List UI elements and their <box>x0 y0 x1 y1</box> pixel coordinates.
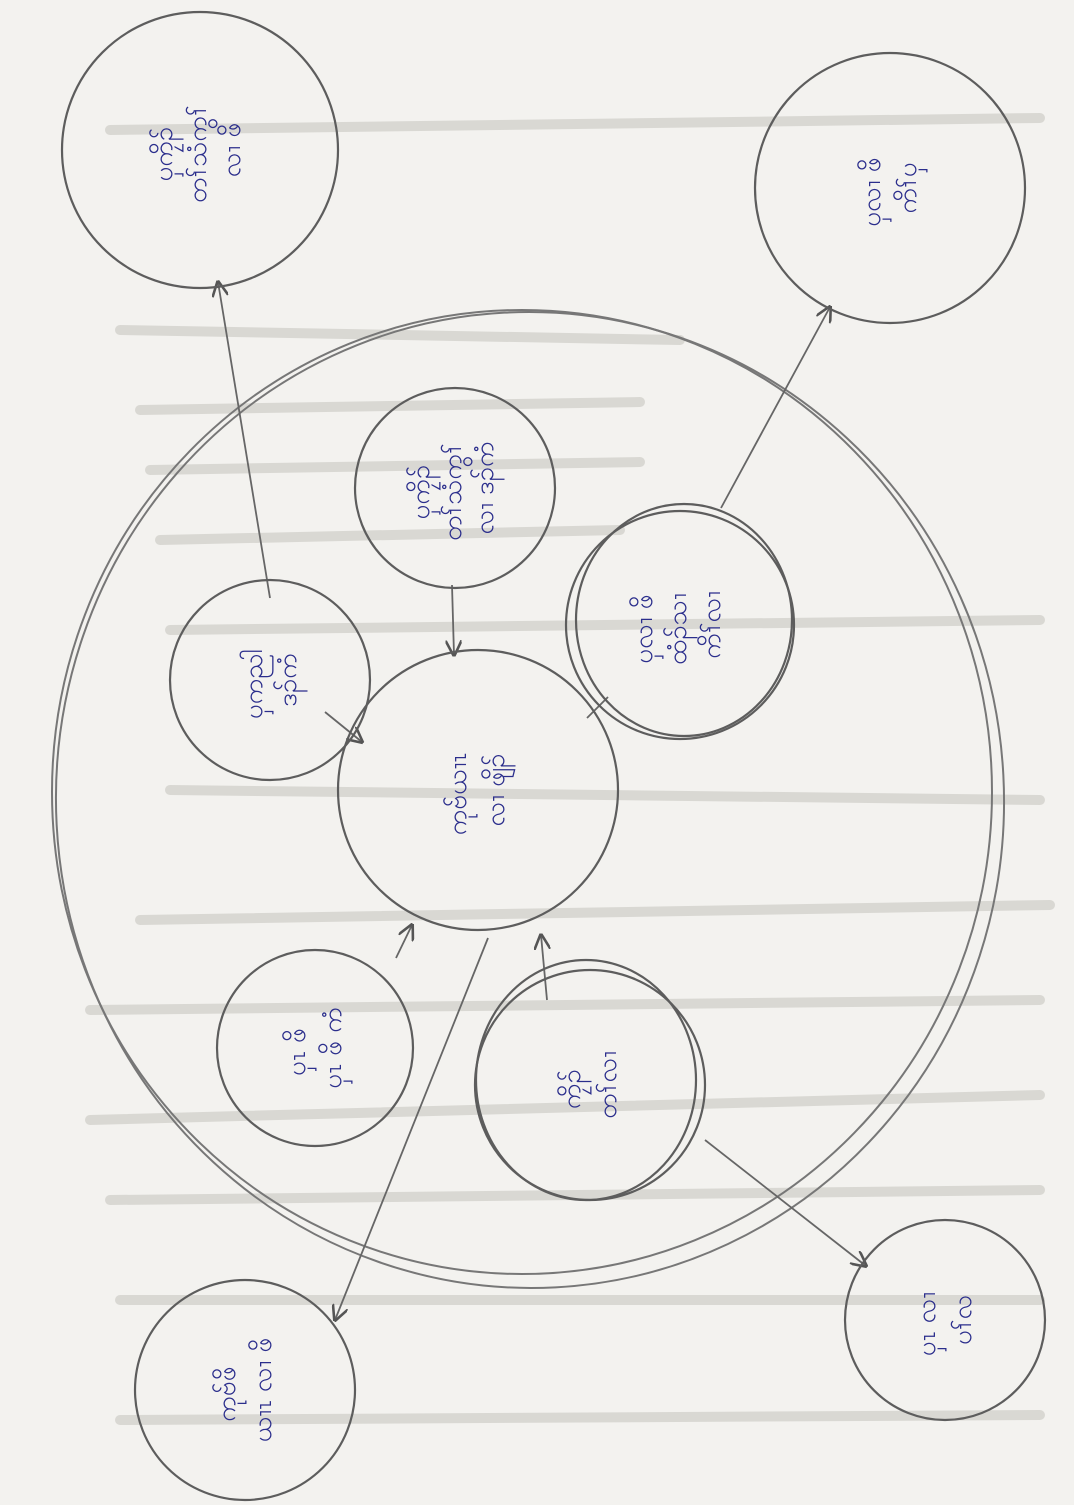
arrow-left-to-center <box>395 925 412 959</box>
node-labels: ကုဗ်ယၢၤ လၢ ဖျိၣ် ၦကညါ ဒၣ်ကံ ၦကၠိၣ် တၢ်သံ… <box>148 97 978 1443</box>
node-inner-left-label: ပှၤ ဖိ ပှၤ ဖိ ကံ <box>281 1007 353 1089</box>
node-center-label: ကုဗ်ယၢၤ လၢ ဖျိၣ် <box>442 745 516 835</box>
node-inner-upper-circle <box>353 386 557 590</box>
node-outer-tl-circle <box>60 10 340 290</box>
node-inner-left-circle <box>215 948 415 1148</box>
node-inner-upper-label: ၦကၠိၣ် တၢ်သံကွၢ် လၢ ဒၣ်ကံ <box>405 435 505 541</box>
outer-boundary <box>51 309 1006 1289</box>
node-outer-tr-circle <box>753 51 1027 325</box>
node-inner-right-circle <box>564 509 796 741</box>
paper-bleed-through <box>85 113 1055 1425</box>
node-outer-br-circle <box>843 1218 1047 1422</box>
node-outer-bl-label: ကုဗ်ဖိ ယၢၤ လၢ ဖိ <box>211 1338 278 1443</box>
node-outer-br-label: ပှၤ လၢ ပၢ်လ <box>912 1284 978 1356</box>
node-inner-bottom-label: ကၠိၣ် တၢ်လၢ <box>556 1051 623 1118</box>
node-outer-tl-label: ၦကၠိၣ် တၢ်သံကွၢ် လၢ ဖိ <box>148 97 247 203</box>
node-circles <box>60 10 1047 1502</box>
arrow-bottom-to-center <box>541 935 547 1001</box>
node-inner-right-label: ၦလၢ ဖိ ထံၣ်သၢ ကိၢ်လၢ <box>628 585 727 665</box>
arrow-right-to-outer-tr <box>720 307 830 509</box>
arrow-top-to-outer-tl <box>218 282 271 599</box>
node-inner-top-circle <box>168 578 372 782</box>
node-outer-tr-label: ၦလၢ ဖိ ကိၢ်ၦ <box>856 149 928 226</box>
arrow-center-to-outer-bl <box>335 937 489 1320</box>
connector-arrows <box>218 282 866 1320</box>
arrow-bottom-to-outer-br <box>704 1139 866 1266</box>
node-outer-bl-circle <box>133 1278 357 1502</box>
node-inner-right-circle-retrace <box>574 502 794 738</box>
node-inner-top-label: ၦကညါ ဒၣ်ကံ <box>238 641 308 719</box>
arrow-upper-to-center <box>452 584 454 655</box>
node-center-circle <box>336 648 620 932</box>
arrow-right-link <box>586 696 609 719</box>
node-inner-bottom-circle-retrace <box>474 958 698 1202</box>
arrow-top-to-center <box>324 711 362 742</box>
